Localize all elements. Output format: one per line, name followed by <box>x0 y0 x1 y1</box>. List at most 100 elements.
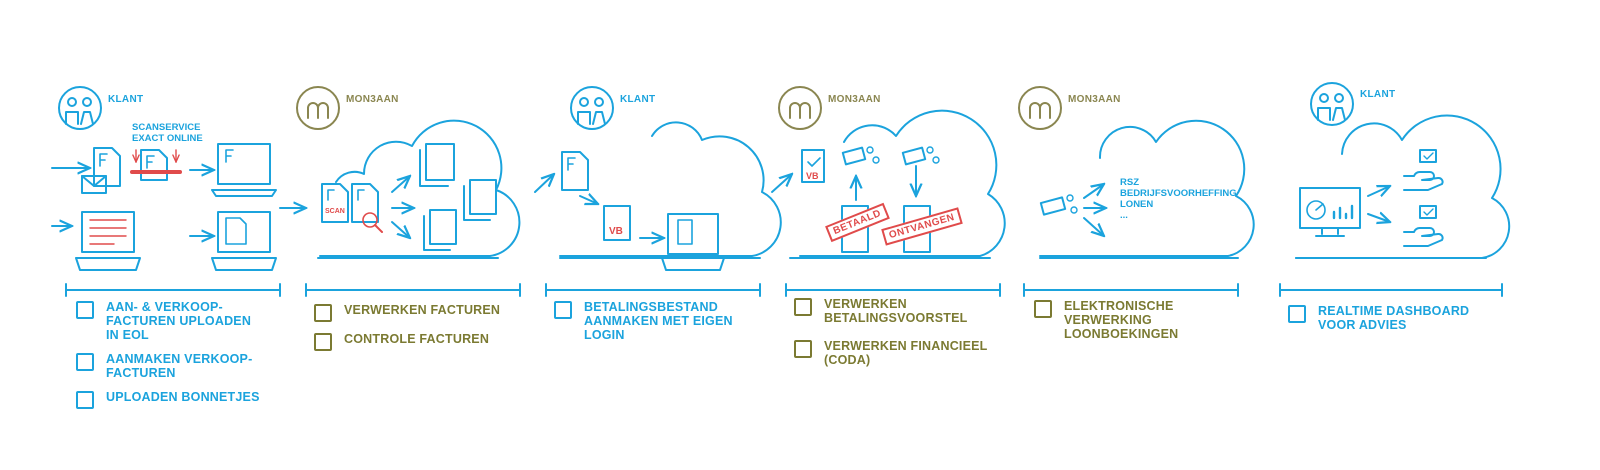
documents-icon <box>419 143 497 251</box>
invoice-magnifier-icon <box>351 183 383 233</box>
cloud-shape <box>319 119 521 257</box>
invoice-icon <box>93 147 121 187</box>
task-line: FACTUREN UPLOADEN <box>106 314 252 328</box>
note-line: RSZ <box>1120 177 1139 188</box>
bracket-stage-6 <box>1279 283 1503 297</box>
task-label: AANMAKEN VERKOOP-FACTUREN <box>106 352 252 380</box>
checkbox[interactable] <box>1034 300 1052 318</box>
coins-icon <box>841 146 940 166</box>
advice-hand-icon <box>1403 149 1444 191</box>
task-line: AANMAKEN VERKOOP- <box>106 352 253 366</box>
note-line: BEDRIJFSVOORHEFFING <box>1120 188 1237 199</box>
task-line: ELEKTRONISCHE <box>1064 299 1174 313</box>
actor-icon-klant-2 <box>570 86 614 130</box>
scanservice-note: SCANSERVICE EXACT ONLINE <box>132 122 203 144</box>
actor-label: KLANT <box>108 94 144 105</box>
checkbox[interactable] <box>794 340 812 358</box>
cloud-shape <box>559 121 782 257</box>
payroll-coins-icon <box>1039 194 1078 216</box>
payment-proposal-icon <box>801 149 825 183</box>
task-line: CONTROLE FACTUREN <box>344 332 490 346</box>
tasklist-stage-2: VERWERKEN FACTUREN CONTROLE FACTUREN <box>314 303 524 361</box>
cloud-shape <box>799 109 1006 257</box>
actor-icon-monaan-2 <box>778 86 822 130</box>
note-line: EXACT ONLINE <box>132 133 203 144</box>
bracket-stage-4 <box>785 283 1001 297</box>
task-label: CONTROLE FACTUREN <box>344 332 489 346</box>
bracket-stage-2 <box>305 283 521 297</box>
task-item[interactable]: AANMAKEN VERKOOP-FACTUREN <box>76 352 276 380</box>
task-line: AAN- & VERKOOP- <box>106 300 223 314</box>
vb-label: VB <box>806 171 819 181</box>
task-line: UPLOADEN BONNETJES <box>106 390 260 404</box>
checkbox[interactable] <box>314 333 332 351</box>
task-line: FACTUREN <box>106 366 176 380</box>
note-line: LONEN <box>1120 199 1154 210</box>
checkbox[interactable] <box>554 301 572 319</box>
bracket-stage-1 <box>65 283 281 297</box>
bracket-stage-5 <box>1023 283 1239 297</box>
arrow <box>534 174 554 193</box>
task-line: AANMAKEN MET EIGEN <box>584 314 733 328</box>
checkbox[interactable] <box>76 353 94 371</box>
laptop-form-icon <box>75 211 141 271</box>
task-line: BETALINGSVOORSTEL <box>824 311 968 325</box>
actor-label: MON3AAN <box>1068 94 1121 105</box>
invoice-icon <box>321 183 349 223</box>
arrow <box>771 174 792 193</box>
actor-icon-klant-1 <box>58 86 102 130</box>
actor-icon-monaan-3 <box>1018 86 1062 130</box>
task-item[interactable]: CONTROLE FACTUREN <box>314 332 524 351</box>
actor-icon-klant-3 <box>1310 82 1354 126</box>
vb-label: VB <box>609 226 623 237</box>
task-item[interactable]: UPLOADEN BONNETJES <box>76 390 276 409</box>
task-line: LOONBOEKINGEN <box>1064 327 1179 341</box>
payroll-note: RSZ BEDRIJFSVOORHEFFING LONEN ... <box>1120 177 1237 221</box>
task-line: IN EOL <box>106 328 149 342</box>
task-line: VERWERKEN FINANCIEEL <box>824 339 988 353</box>
actor-icon-monaan-1 <box>296 86 340 130</box>
cloud-shape <box>1039 119 1255 257</box>
cloud-shape <box>1295 114 1511 259</box>
actor-label: KLANT <box>1360 89 1396 100</box>
scan-invoice-icon <box>130 149 182 181</box>
checkbox[interactable] <box>314 304 332 322</box>
task-item[interactable]: VERWERKEN FINANCIEEL(CODA) <box>794 339 1004 367</box>
bracket-stage-3 <box>545 283 761 297</box>
note-line: SCANSERVICE <box>132 122 201 133</box>
task-label: UPLOADEN BONNETJES <box>106 390 260 404</box>
scan-label: SCAN <box>325 208 345 215</box>
payment-file-icon <box>603 205 631 241</box>
task-label: VERWERKEN FINANCIEEL(CODA) <box>824 339 988 367</box>
task-line: VOOR ADVIES <box>1318 318 1407 332</box>
task-line: VERWERKEN FACTUREN <box>344 303 501 317</box>
task-line: REALTIME DASHBOARD <box>1318 304 1470 318</box>
task-label: VERWERKEN FACTUREN <box>344 303 500 317</box>
checkbox[interactable] <box>1288 305 1306 323</box>
checkbox[interactable] <box>794 298 812 316</box>
advice-hand-icon <box>1403 205 1444 247</box>
task-line: (CODA) <box>824 353 871 367</box>
note-line: ... <box>1120 210 1128 221</box>
checkbox[interactable] <box>76 301 94 319</box>
actor-label: KLANT <box>620 94 656 105</box>
checkbox[interactable] <box>76 391 94 409</box>
laptop-touch-icon <box>661 213 725 271</box>
dashboard-icon <box>1299 187 1361 237</box>
task-item[interactable]: VERWERKEN FACTUREN <box>314 303 524 322</box>
